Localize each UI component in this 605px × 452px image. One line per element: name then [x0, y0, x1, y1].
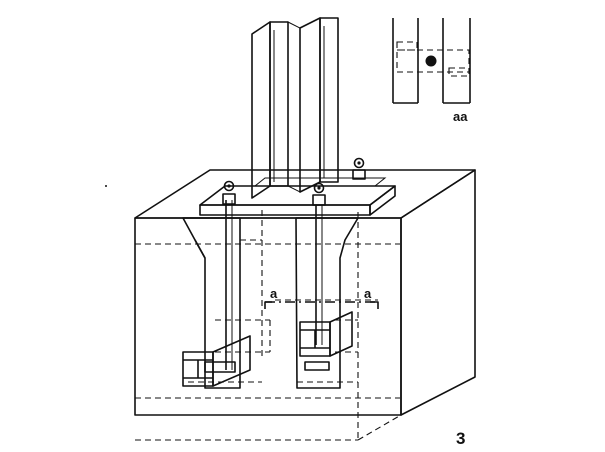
inset-label: aa: [453, 109, 468, 124]
block-front-face: [134, 217, 402, 416]
anchor-nut-icon: [222, 180, 236, 205]
block-side-face: [400, 169, 476, 416]
figure-number: 3: [456, 429, 465, 448]
block-top-face: [134, 169, 476, 219]
left-anchor-bolt: [225, 200, 233, 370]
section-mark-right: a: [364, 286, 372, 301]
i-beam-anchor-icon: [182, 335, 251, 387]
stray-mark: [105, 185, 107, 187]
section-inset: aa: [392, 18, 471, 124]
section-line-a-a: a a: [264, 286, 379, 309]
i-beam-anchor-icon: [299, 311, 353, 371]
base-plate: [199, 177, 396, 216]
anchor-nut-icon: [352, 157, 366, 180]
section-mark-left: a: [270, 286, 278, 301]
hidden-lines: [135, 210, 402, 441]
anchor-nut-icon: [312, 182, 326, 206]
bolt-section-dot: [425, 55, 437, 67]
steel-column-icon: [251, 17, 339, 199]
right-anchor-bolt: [315, 205, 323, 345]
left-anchor-pocket: [182, 217, 241, 389]
